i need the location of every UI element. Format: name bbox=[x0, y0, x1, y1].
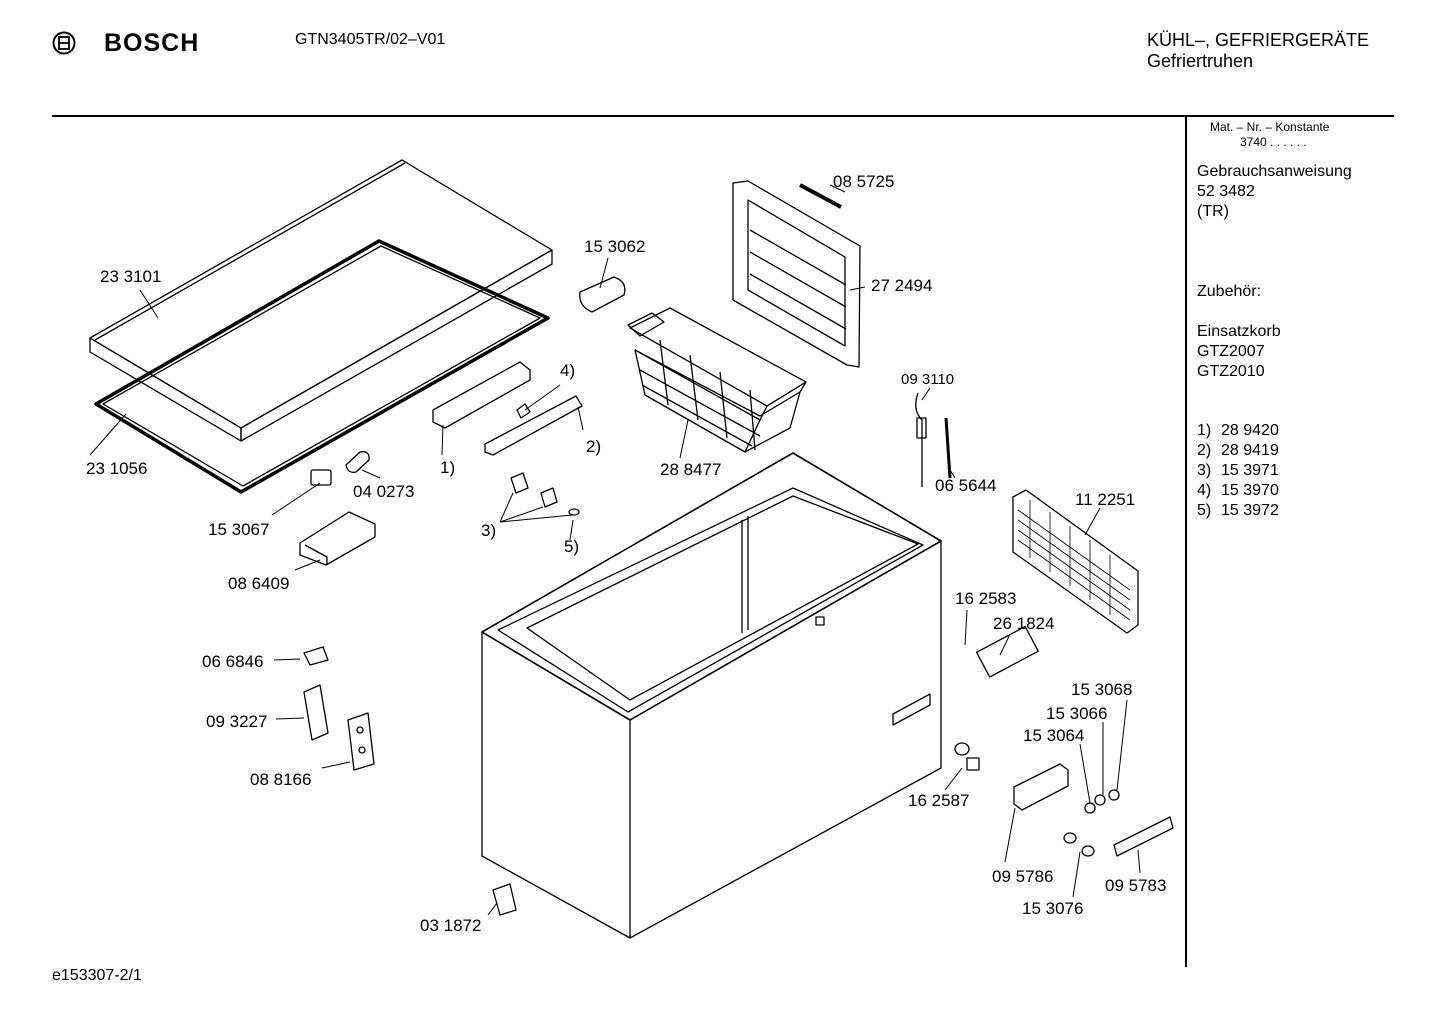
part-label: 3) bbox=[481, 521, 496, 540]
clip-part bbox=[516, 403, 531, 419]
footnote-part: 15 3970 bbox=[1221, 482, 1279, 499]
part-label: 15 3064 bbox=[1023, 726, 1084, 745]
basket-handle-part bbox=[579, 276, 626, 313]
footnote-part: 15 3971 bbox=[1221, 462, 1279, 479]
part-label: 09 3227 bbox=[206, 712, 267, 731]
part-label: 15 3067 bbox=[208, 520, 269, 539]
lamp-bulb bbox=[345, 451, 370, 473]
part-label: 1) bbox=[440, 458, 455, 477]
mat-nr-label: Mat. – Nr. – Konstante bbox=[1210, 120, 1330, 134]
part-label: 06 6846 bbox=[202, 652, 263, 671]
part-label: 4) bbox=[560, 361, 575, 380]
footnote-part: 15 3972 bbox=[1221, 502, 1279, 519]
footnote-key: 2) bbox=[1197, 442, 1212, 459]
part-label: 16 2587 bbox=[908, 791, 969, 810]
part-label: 08 8166 bbox=[250, 770, 311, 789]
sensor-tube bbox=[944, 417, 952, 479]
hinge-plate bbox=[303, 684, 329, 741]
socket-part bbox=[966, 757, 980, 771]
handle-strip bbox=[484, 395, 583, 456]
control-box bbox=[1013, 763, 1069, 811]
model-number: GTN3405TR/02–V01 bbox=[295, 31, 446, 48]
header-rule bbox=[52, 115, 1394, 117]
freezer-lid bbox=[89, 159, 553, 442]
part-label: 09 5783 bbox=[1105, 876, 1166, 895]
divider-panel bbox=[732, 180, 861, 368]
part-label: 04 0273 bbox=[353, 482, 414, 501]
footnote-part: 28 9420 bbox=[1221, 422, 1279, 439]
lamp-part bbox=[954, 742, 970, 756]
sensor-part bbox=[916, 417, 927, 439]
footnote-key: 1) bbox=[1197, 422, 1212, 439]
accessories-label: Zubehör: bbox=[1197, 283, 1262, 300]
mat-nr-value: 3740 . . . . . . bbox=[1240, 135, 1307, 149]
sensor-wire bbox=[915, 392, 923, 487]
knob-part bbox=[1094, 794, 1106, 806]
drawing-id: e153307-2/1 bbox=[52, 967, 142, 984]
knob-part bbox=[1108, 789, 1120, 801]
manual-label: Gebrauchsanweisung bbox=[1197, 163, 1352, 180]
part-label: 27 2494 bbox=[871, 276, 932, 295]
brand-name: BOSCH bbox=[104, 29, 200, 57]
basket-model: GTZ2010 bbox=[1197, 363, 1265, 380]
part-label: 15 3062 bbox=[584, 237, 645, 256]
control-panel-part bbox=[975, 625, 1039, 678]
footnote-key: 5) bbox=[1197, 502, 1212, 519]
sidebar-divider bbox=[1185, 117, 1187, 967]
knob-part bbox=[1084, 802, 1096, 814]
part-label: 09 3110 bbox=[901, 371, 954, 388]
manual-lang: (TR) bbox=[1197, 203, 1229, 220]
bosch-logo-icon bbox=[52, 31, 76, 55]
thermostat-part bbox=[1063, 832, 1077, 844]
part-label: 11 2251 bbox=[1075, 490, 1135, 509]
freezer-cabinet bbox=[481, 452, 942, 939]
manual-number: 52 3482 bbox=[1197, 183, 1255, 200]
screw-part bbox=[568, 508, 580, 516]
bracket-part bbox=[510, 472, 529, 494]
part-label: 26 1824 bbox=[993, 614, 1054, 633]
part-label: 06 5644 bbox=[935, 476, 996, 495]
part-label: 28 8477 bbox=[660, 460, 721, 479]
thermostat-knob bbox=[1081, 845, 1095, 857]
part-label: 23 3101 bbox=[100, 267, 161, 286]
footnote-key: 3) bbox=[1197, 462, 1212, 479]
part-labels: 23 3101 23 1056 15 3067 04 0273 08 6409 … bbox=[86, 172, 1166, 935]
hinge-cover bbox=[303, 646, 329, 666]
foot-part bbox=[492, 883, 517, 916]
leader-lines bbox=[89, 184, 1141, 916]
footnote-key: 4) bbox=[1197, 482, 1212, 499]
part-label: 08 6409 bbox=[228, 574, 289, 593]
basket-label: Einsatzkorb bbox=[1197, 323, 1281, 340]
part-label: 03 1872 bbox=[420, 916, 481, 935]
part-label: 15 3068 bbox=[1071, 680, 1132, 699]
part-label: 16 2583 bbox=[955, 589, 1016, 608]
part-label: 2) bbox=[586, 437, 601, 456]
part-label: 5) bbox=[564, 537, 579, 556]
handle-bar bbox=[432, 361, 531, 429]
wire-basket bbox=[627, 307, 807, 453]
condenser-grille bbox=[1012, 489, 1139, 634]
footnote-part: 28 9419 bbox=[1221, 442, 1279, 459]
switch-part bbox=[310, 469, 332, 486]
hinge bbox=[347, 712, 375, 771]
control-faceplate bbox=[1113, 816, 1174, 857]
part-label: 15 3066 bbox=[1046, 704, 1107, 723]
part-label: 23 1056 bbox=[86, 459, 147, 478]
category-title: KÜHL–, GEFRIERGERÄTE bbox=[1147, 30, 1370, 50]
part-label: 09 5786 bbox=[992, 867, 1053, 886]
part-label: 15 3076 bbox=[1022, 899, 1083, 918]
lamp-cover bbox=[299, 511, 376, 566]
basket-model: GTZ2007 bbox=[1197, 343, 1265, 360]
category-subtitle: Gefriertruhen bbox=[1147, 51, 1254, 71]
bracket-part bbox=[540, 487, 558, 508]
part-label: 08 5725 bbox=[833, 172, 894, 191]
lid-gasket bbox=[94, 239, 550, 494]
